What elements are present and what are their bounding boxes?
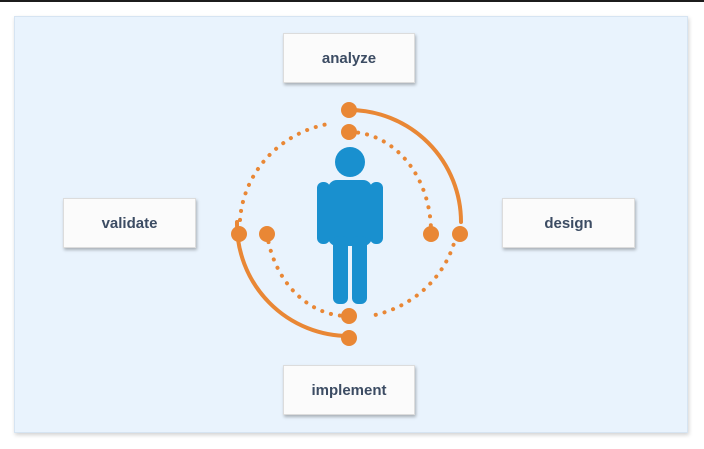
node-dot-right-outer (452, 226, 468, 242)
top-border-line (0, 0, 704, 2)
stage-design-box: design (502, 198, 635, 248)
node-dot-bottom-inner (341, 308, 357, 324)
inner-dotted-arc-bottom-left (265, 232, 351, 319)
inner-dotted-arc-top-right (347, 130, 433, 232)
inner-dotted-arc-top-left (238, 122, 330, 222)
stage-validate-label: validate (101, 214, 158, 232)
node-dot-top-inner (341, 124, 357, 140)
stage-implement-label: implement (311, 381, 387, 399)
stage-design-label: design (544, 214, 593, 232)
node-dot-left-outer (231, 226, 247, 242)
node-dot-right-inner (423, 226, 439, 242)
outer-ring-arc-left (234, 220, 351, 338)
stage-analyze-label: analyze (321, 49, 377, 67)
inner-dotted-arc-bottom-right (368, 234, 458, 318)
person-icon (317, 147, 383, 304)
stage-implement-box: implement (283, 365, 415, 415)
stage-analyze-box: analyze (283, 33, 415, 83)
node-dot-left-inner (259, 226, 275, 242)
node-dot-bottom-outer (341, 330, 357, 346)
outer-ring-arc-right (347, 108, 463, 224)
node-dot-top-outer (341, 102, 357, 118)
stage-validate-box: validate (63, 198, 196, 248)
